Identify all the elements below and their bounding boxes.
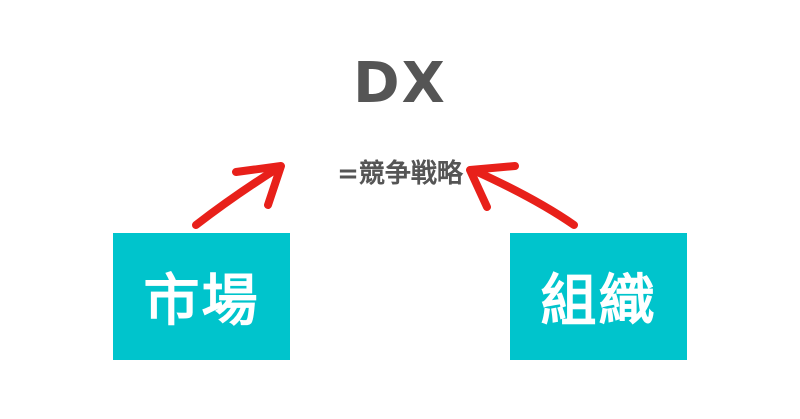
diagram-title: DX [353, 51, 447, 116]
market-box-label: 市場 [143, 269, 260, 334]
market-box: 市場 [113, 233, 290, 360]
left-arrow-icon [192, 162, 285, 229]
organization-box-label: 組織 [540, 269, 657, 334]
diagram-subtitle: =競争戦略 [337, 159, 463, 189]
right-arrow-icon [466, 162, 578, 229]
organization-box: 組織 [510, 233, 687, 360]
